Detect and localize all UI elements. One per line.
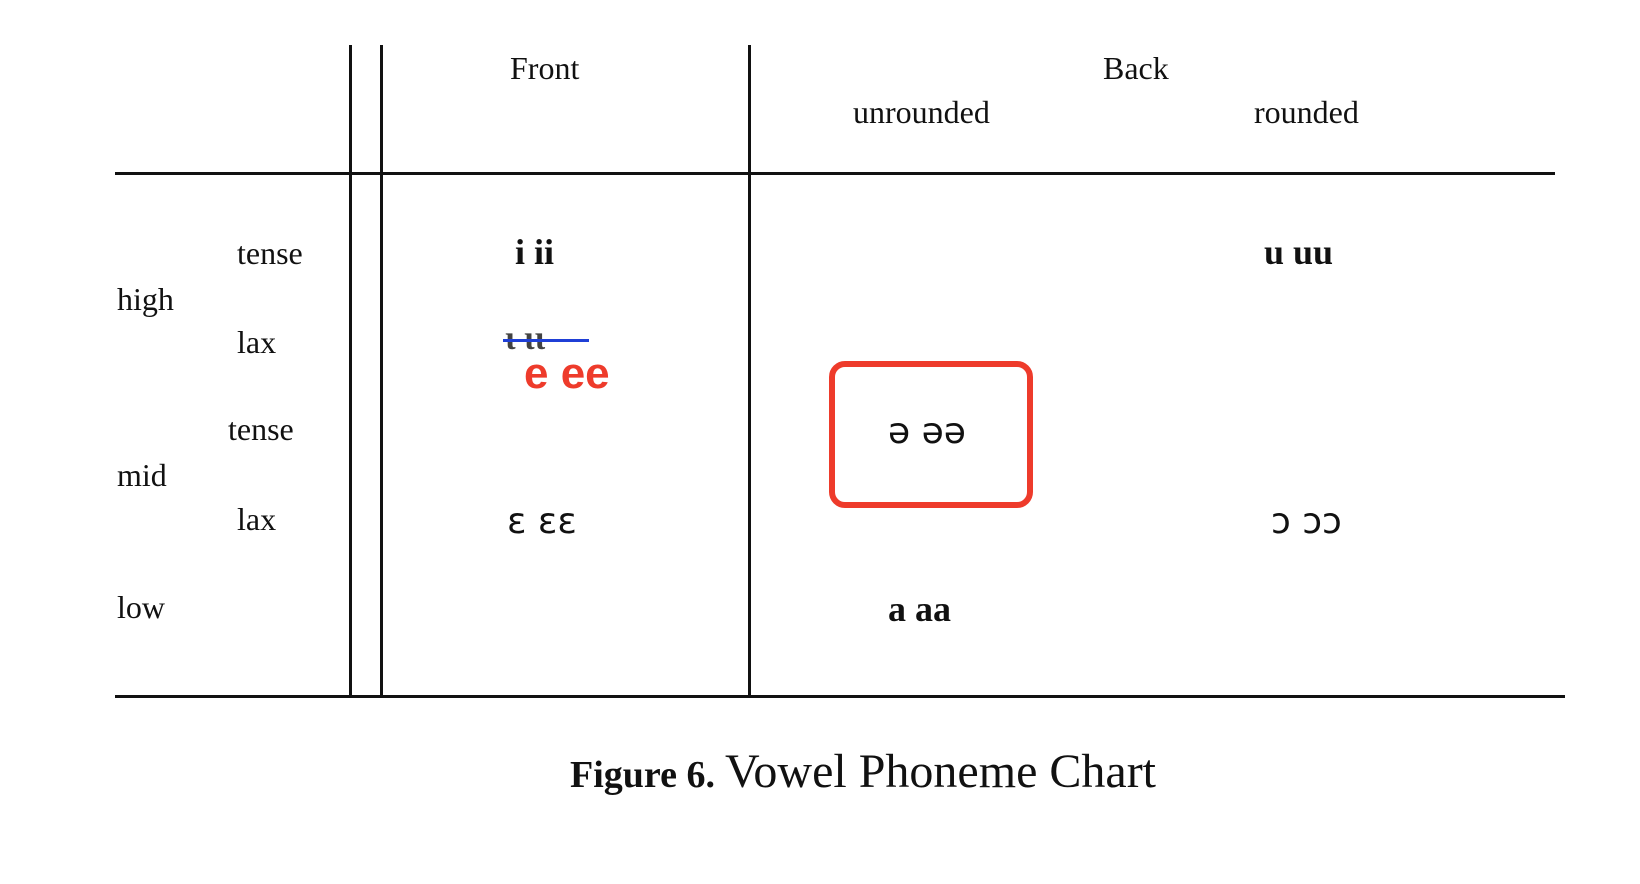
double-rule-right xyxy=(380,45,383,697)
row-sublabel-tense-high: tense xyxy=(237,235,303,271)
row-label-mid: mid xyxy=(117,457,167,493)
cell-high-tense-back-rounded: u uu xyxy=(1264,232,1334,272)
row-sublabel-lax-mid: lax xyxy=(237,501,277,537)
row-sublabel-lax-high: lax xyxy=(237,324,277,360)
blue-strike-line xyxy=(503,339,589,342)
correction-annotation: e ee xyxy=(524,349,610,398)
header-rounded: rounded xyxy=(1254,94,1359,130)
cell-mid-lax-front: ɛ ɛɛ xyxy=(507,501,577,542)
figure-number: Figure 6. xyxy=(570,754,715,796)
struck-vowel-text: ɩ ɩɩ xyxy=(505,320,546,357)
top-rule xyxy=(115,172,1555,175)
header-unrounded: unrounded xyxy=(853,94,990,130)
cell-mid-lax-back-rounded: ɔ ɔɔ xyxy=(1271,501,1342,542)
cell-mid-tense-back-unrounded: ə əə xyxy=(888,411,966,452)
struck-vowel-cell: ɩ ɩɩ xyxy=(503,320,589,357)
header-back: Back xyxy=(1103,50,1169,86)
front-back-divider xyxy=(748,45,751,697)
highlight-box xyxy=(829,361,1033,508)
figure-title: Vowel Phoneme Chart xyxy=(724,745,1157,798)
figure-caption: Figure 6.Vowel Phoneme Chart xyxy=(570,748,1156,796)
row-sublabel-tense-mid: tense xyxy=(228,411,294,447)
cell-low-back-unrounded: a aa xyxy=(888,589,951,629)
double-rule-left xyxy=(349,45,352,697)
row-label-high: high xyxy=(117,281,174,317)
cell-high-tense-front: i ii xyxy=(515,232,555,272)
header-front: Front xyxy=(510,50,580,86)
bottom-rule xyxy=(115,695,1565,698)
row-label-low: low xyxy=(117,589,165,625)
